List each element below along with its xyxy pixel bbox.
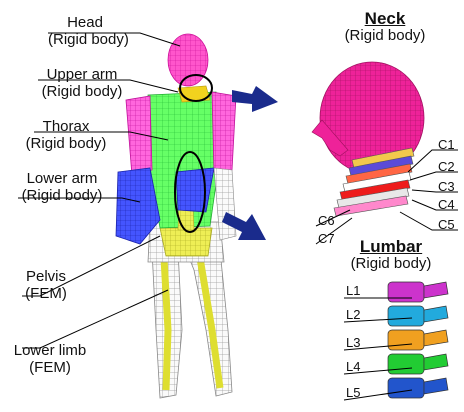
vertebra-label-c3: C3: [438, 178, 455, 195]
pelvis-bone: [160, 228, 212, 256]
femur-left: [164, 258, 168, 390]
lumbar-vertebra-4: [388, 354, 424, 374]
neck-detail: [312, 62, 424, 216]
lumbar-vertebra-2: [388, 306, 424, 326]
vertebra-label-l1: L1: [346, 282, 360, 299]
vertebra-label-l5: L5: [346, 384, 360, 401]
pelvis-type: (FEM): [10, 285, 82, 302]
head-label: Head (Rigid body): [48, 14, 122, 48]
head-type: (Rigid body): [48, 31, 122, 48]
vertebra-label-c4: C4: [438, 196, 455, 213]
thorax-type: (Rigid body): [14, 135, 118, 152]
lumbar-type: (Rigid body): [336, 255, 446, 272]
upper-arm-right: [212, 92, 236, 172]
vertebra-label-l3: L3: [346, 334, 360, 351]
lumbar-vertebra-3: [388, 330, 424, 350]
lower-arm-name: Lower arm: [10, 170, 114, 187]
pelvis-name: Pelvis: [10, 268, 82, 285]
head: [168, 34, 208, 86]
lower-arm-type: (Rigid body): [10, 187, 114, 204]
lower-limb-name: Lower limb: [4, 342, 96, 359]
body-model: [116, 34, 236, 398]
vertebra-label-l2: L2: [346, 306, 360, 323]
thorax-label: Thorax (Rigid body): [14, 118, 118, 152]
lumbar-process-3: [424, 330, 448, 346]
lumbar-process-4: [424, 354, 448, 370]
vertebra-label-c2: C2: [438, 158, 455, 175]
lower-arm-label: Lower arm (Rigid body): [10, 170, 114, 204]
lumbar-detail: [388, 282, 448, 398]
thorax-name: Thorax: [14, 118, 118, 135]
lumbar-vertebra-1: [388, 282, 424, 302]
lumbar-process-2: [424, 306, 448, 322]
vertebra-label-c1: C1: [438, 136, 455, 153]
lumbar-process-1: [424, 282, 448, 298]
vertebra-label-c6: C6: [318, 212, 335, 229]
upper-arm-label: Upper arm (Rigid body): [30, 66, 134, 100]
lumbar-vertebra-5: [388, 378, 424, 398]
lumbar-process-5: [424, 378, 448, 394]
vertebra-label-c5: C5: [438, 216, 455, 233]
upper-arm-name: Upper arm: [30, 66, 134, 83]
upper-arm-type: (Rigid body): [30, 83, 134, 100]
pelvis-label: Pelvis (FEM): [10, 268, 82, 302]
lower-limb-label: Lower limb (FEM): [4, 342, 96, 376]
arrow-to-neck: [232, 86, 278, 112]
neck-type: (Rigid body): [330, 27, 440, 44]
lower-limb-type: (FEM): [4, 359, 96, 376]
lumbar-label: Lumbar (Rigid body): [336, 238, 446, 272]
vertebra-label-c7: C7: [318, 230, 335, 247]
lumbar-title: Lumbar: [336, 238, 446, 255]
neck-title: Neck: [330, 10, 440, 27]
head-name: Head: [48, 14, 122, 31]
vertebra-label-l4: L4: [346, 358, 360, 375]
neck-label: Neck (Rigid body): [330, 10, 440, 44]
